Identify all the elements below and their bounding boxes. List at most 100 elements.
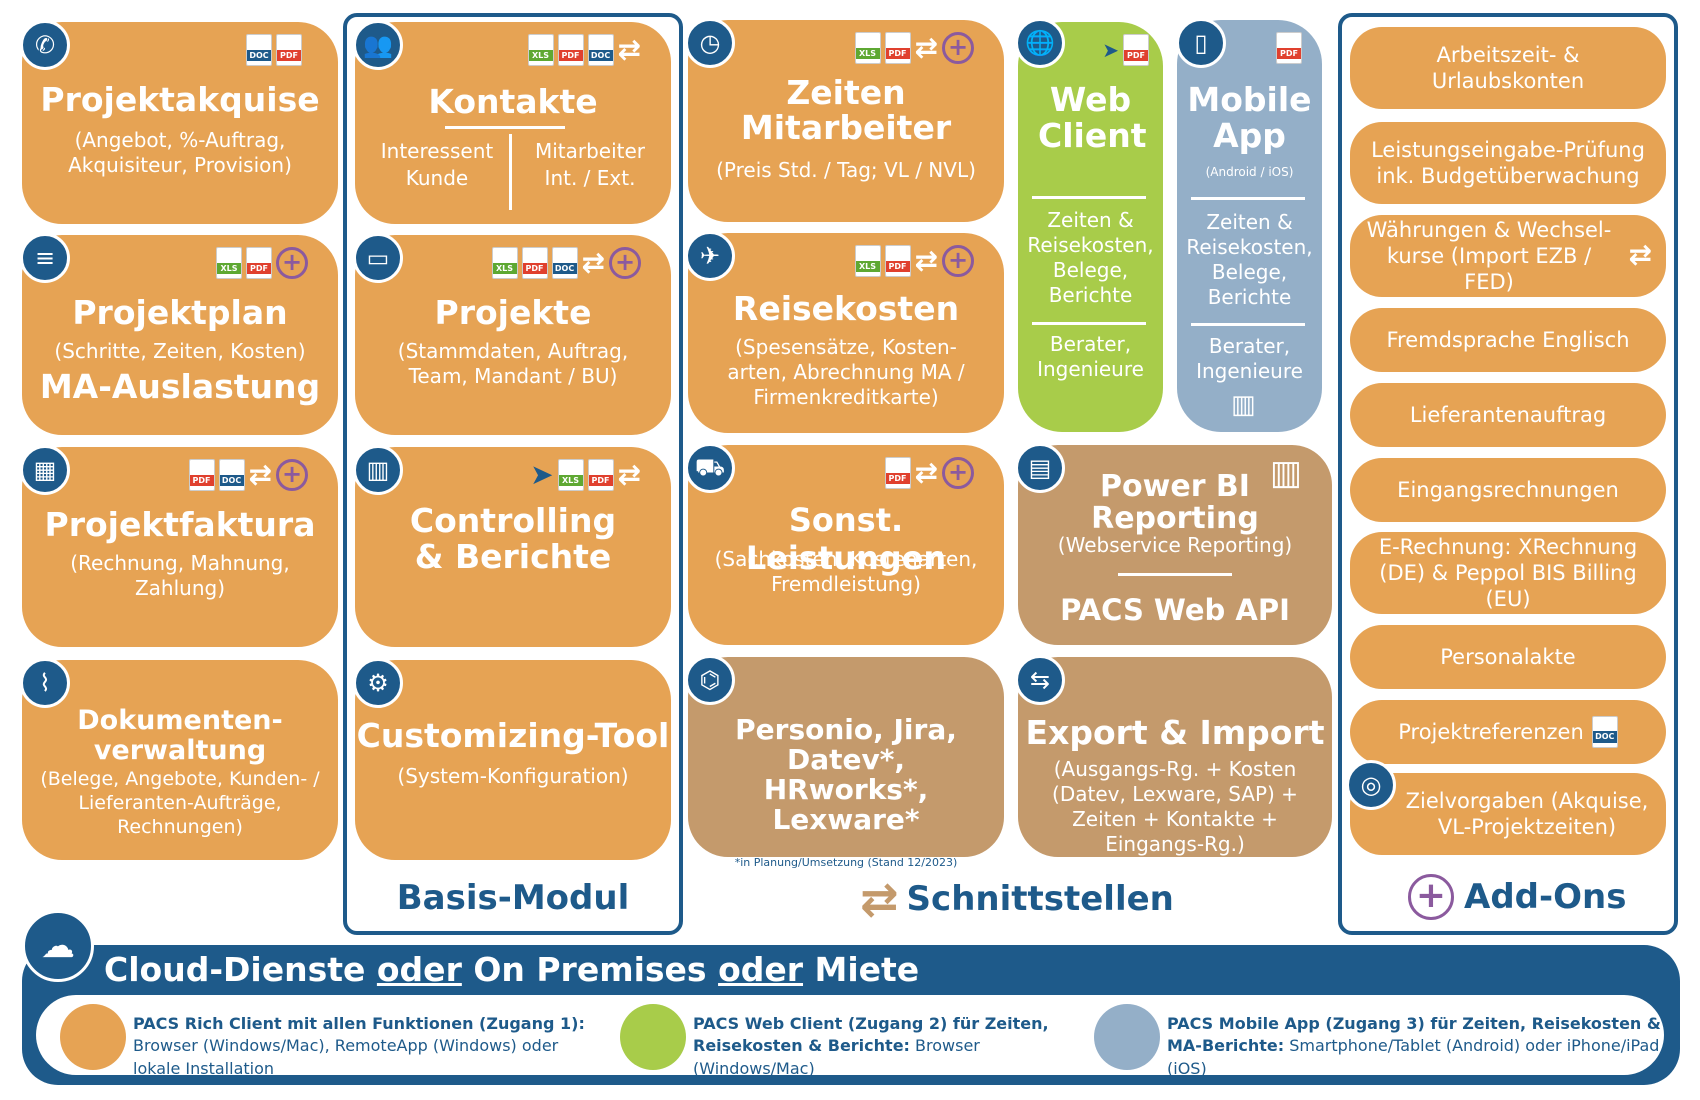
legend-web-client: PACS Web Client (Zugang 2) für Zeiten, R… bbox=[693, 1014, 1049, 1078]
sync-icon: ⇄ bbox=[914, 31, 938, 64]
sync-icon: ⇄ bbox=[248, 458, 272, 491]
tile-webclient[interactable]: ➤ PDF Web Client Zeiten & Reisekosten, B… bbox=[1018, 22, 1163, 432]
tile-title-secondary: MA-Auslastung bbox=[39, 367, 321, 406]
tile-subtitle: (Webservice Reporting) bbox=[1057, 533, 1293, 557]
tile-kontakte[interactable]: XLS PDF DOC ⇄ Kontakte Interessent Kunde… bbox=[355, 22, 671, 224]
tile-bottom: Berater, Ingenieure bbox=[1037, 332, 1144, 381]
tile-mid: Zeiten & Reisekosten, Belege, Berichte bbox=[1027, 208, 1154, 307]
addon-item[interactable]: Eingangsrechnungen bbox=[1350, 458, 1666, 522]
calculator-icon: ▦ bbox=[20, 445, 70, 495]
plus-icon: + bbox=[276, 459, 308, 491]
file-icons: PDF ⇄ + bbox=[884, 456, 974, 489]
pdf-file-icon: PDF bbox=[1123, 34, 1149, 66]
power-bi-icon: ▥ bbox=[1231, 390, 1256, 420]
addon-item[interactable]: Lieferantenauftrag bbox=[1350, 383, 1666, 447]
legend-dot-rich-client bbox=[60, 1004, 126, 1070]
tile-title: Projektfaktura bbox=[44, 505, 316, 544]
pdf-file-icon: PDF bbox=[188, 459, 215, 491]
contact-type-right: Mitarbeiter Int. / Ext. bbox=[534, 139, 646, 190]
xls-file-icon: XLS bbox=[216, 247, 242, 279]
sync-icon: ⇄ bbox=[617, 33, 641, 66]
addon-item[interactable]: Fremdsprache Englisch bbox=[1350, 308, 1666, 372]
exchange-icon: ⇆ bbox=[1015, 655, 1065, 705]
addon-label: Währungen & Wechsel-kurse (Import EZB / … bbox=[1366, 217, 1612, 295]
xls-file-icon: XLS bbox=[527, 34, 554, 66]
tile-title: Mobile App bbox=[1187, 80, 1312, 156]
file-icons: ➤ XLS PDF ⇄ bbox=[530, 459, 641, 491]
tile-title: Power BI Reporting bbox=[1091, 469, 1259, 536]
tile-projektfaktura[interactable]: PDF DOC ⇄ + Projektfaktura (Rechnung, Ma… bbox=[22, 447, 338, 647]
tile-title: Controlling & Berichte bbox=[409, 501, 617, 577]
tile-small: (Android / iOS) bbox=[1205, 165, 1294, 179]
addon-label: Lieferantenauftrag bbox=[1409, 402, 1607, 427]
tile-projektplan[interactable]: XLS PDF + Projektplan (Schritte, Zeiten,… bbox=[22, 235, 338, 435]
tile-zeiten[interactable]: XLS PDF ⇄ + Zeiten Mitarbeiter (Preis St… bbox=[688, 20, 1004, 222]
addon-label: E-Rechnung: XRechnung (DE) & Peppol BIS … bbox=[1378, 534, 1638, 612]
pdf-file-icon: PDF bbox=[884, 32, 911, 64]
file-icons: XLS PDF DOC ⇄ + bbox=[491, 247, 641, 279]
tile-personio[interactable]: Personio, Jira, Datev*, HRworks*, Lexwar… bbox=[688, 657, 1004, 857]
bar-chart-icon: ▥ bbox=[353, 445, 403, 495]
tile-dokumente[interactable]: Dokumenten-verwaltung (Belege, Angebote,… bbox=[22, 660, 338, 860]
gears-icon: ⚙ bbox=[353, 658, 403, 708]
addon-item[interactable]: Personalakte bbox=[1350, 625, 1666, 689]
addon-item[interactable]: E-Rechnung: XRechnung (DE) & Peppol BIS … bbox=[1350, 532, 1666, 614]
tile-mobileapp[interactable]: PDF Mobile App (Android / iOS) Zeiten & … bbox=[1177, 20, 1322, 432]
addon-item[interactable]: Leistungseingabe-Prüfung ink. Budgetüber… bbox=[1350, 122, 1666, 204]
addon-label: Eingangsrechnungen bbox=[1397, 477, 1619, 502]
paperclip-icon: ⌇ bbox=[20, 658, 70, 708]
file-icons: XLS PDF DOC ⇄ bbox=[527, 33, 641, 66]
plus-icon: + bbox=[942, 245, 974, 277]
pdf-file-icon: PDF bbox=[521, 247, 548, 279]
pdf-file-icon: PDF bbox=[587, 459, 614, 491]
contact-type-left: Interessent Kunde bbox=[380, 139, 494, 190]
doc-file-icon: DOC bbox=[587, 34, 614, 66]
tile-title: Reisekosten bbox=[732, 289, 960, 328]
sync-icon: ⇄ bbox=[914, 456, 938, 489]
basis-modul-frame bbox=[343, 13, 683, 935]
addon-label: Personalakte bbox=[1440, 644, 1576, 669]
phone-icon: ✆ bbox=[20, 20, 70, 70]
addon-item[interactable]: Zielvorgaben (Akquise, VL-Projektzeiten) bbox=[1350, 773, 1666, 855]
addon-label: Projektreferenzen bbox=[1398, 719, 1584, 744]
divider bbox=[1032, 322, 1146, 325]
addon-label: Arbeitszeit- & Urlaubskonten bbox=[1431, 42, 1585, 93]
pdf-file-icon: PDF bbox=[246, 247, 272, 279]
file-icons: XLS PDF ⇄ + bbox=[854, 245, 974, 277]
tile-subtitle: (Rechnung, Mahnung, Zahlung) bbox=[70, 551, 290, 600]
tile-title-secondary: PACS Web API bbox=[1060, 593, 1290, 627]
tile-projekte[interactable]: XLS PDF DOC ⇄ + Projekte (Stammdaten, Au… bbox=[355, 235, 671, 435]
addon-item[interactable]: Währungen & Wechsel-kurse (Import EZB / … bbox=[1350, 215, 1666, 297]
tile-reisekosten[interactable]: XLS PDF ⇄ + Reisekosten (Spesensätze, Ko… bbox=[688, 233, 1004, 433]
tile-projektakquise[interactable]: DOC PDF Projektakquise (Angebot, %-Auftr… bbox=[22, 22, 338, 224]
tile-title: Projektakquise bbox=[40, 80, 320, 119]
smartphone-icon: ▯ bbox=[1176, 18, 1226, 68]
plus-icon: + bbox=[942, 457, 974, 489]
globe-icon: 🌐 bbox=[1015, 18, 1065, 68]
tile-controlling[interactable]: ➤ XLS PDF ⇄ Controlling & Berichte bbox=[355, 447, 671, 647]
legend-rich-client: PACS Rich Client mit allen Funktionen (Z… bbox=[133, 1014, 585, 1078]
file-icons: XLS PDF + bbox=[216, 247, 308, 279]
doc-file-icon: DOC bbox=[246, 34, 272, 66]
tile-title: Dokumenten-verwaltung bbox=[77, 705, 283, 766]
basis-modul-label: Basis-Modul bbox=[396, 878, 630, 918]
addon-label: Zielvorgaben (Akquise, VL-Projektzeiten) bbox=[1405, 788, 1649, 839]
arrow-logo-icon: ➤ bbox=[1102, 38, 1119, 62]
addon-label: Leistungseingabe-Prüfung ink. Budgetüber… bbox=[1371, 137, 1645, 188]
tile-sonst[interactable]: PDF ⇄ + Sonst. Leistungen (Sachkosten, K… bbox=[688, 445, 1004, 645]
pdf-file-icon: PDF bbox=[1276, 32, 1302, 64]
tile-title: Kontakte bbox=[428, 82, 598, 121]
tile-customizing[interactable]: Customizing-Tool (System-Konfiguration) bbox=[355, 660, 671, 860]
addons-label: + Add-Ons bbox=[1408, 874, 1626, 920]
legend-dot-web-client bbox=[620, 1004, 686, 1070]
xls-file-icon: XLS bbox=[854, 245, 881, 277]
tile-subtitle: (System-Konfiguration) bbox=[397, 764, 629, 788]
addon-item[interactable]: Arbeitszeit- & Urlaubskonten bbox=[1350, 27, 1666, 109]
tile-title: Projekte bbox=[434, 293, 592, 332]
pdf-file-icon: PDF bbox=[557, 34, 584, 66]
tile-export[interactable]: Export & Import (Ausgangs-Rg. + Kosten (… bbox=[1018, 657, 1332, 857]
file-icons: XLS PDF ⇄ + bbox=[854, 31, 974, 64]
tile-powerbi[interactable]: ▥ Power BI Reporting (Webservice Reporti… bbox=[1018, 445, 1332, 645]
plus-icon: + bbox=[1408, 874, 1454, 920]
